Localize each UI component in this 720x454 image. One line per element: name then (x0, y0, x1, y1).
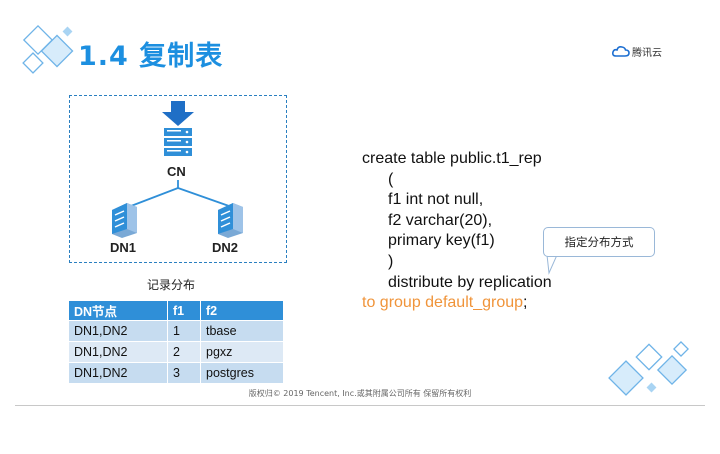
table-cell: postgres (200, 362, 284, 384)
copyright-footer: 版权归© 2019 Tencent, Inc.或其附属公司所有 保留所有权利 (248, 389, 472, 398)
code-line: ) (388, 252, 394, 270)
diamond-deco-top-left-icon (22, 24, 74, 74)
dn1-label: DN1 (110, 240, 137, 255)
cluster-diagram (69, 95, 287, 263)
code-line: create table public.t1_rep (362, 150, 542, 167)
tencent-cloud-logo-icon (612, 45, 630, 57)
cn-server-icon (164, 128, 192, 156)
table-cell: 1 (167, 320, 201, 342)
statement-terminator: ; (523, 294, 528, 312)
dn2-label: DN2 (212, 240, 239, 255)
connection-lines (130, 180, 230, 207)
table-cell: DN1,DN2 (68, 362, 168, 384)
table-cell: 2 (167, 341, 201, 363)
callout-pointer (546, 255, 558, 275)
table-cell: pgxz (200, 341, 284, 363)
dn2-server-icon (218, 203, 243, 238)
logo-text: 腾讯云 (632, 48, 662, 59)
down-arrow-icon (162, 101, 194, 126)
tencent-cloud-logo: 腾讯云 (612, 44, 662, 59)
code-line: distribute by replication (388, 273, 552, 291)
table-cell: DN1,DN2 (68, 320, 168, 342)
cluster-topology (112, 101, 243, 238)
dn1-server-icon (112, 203, 137, 238)
cn-label: CN (167, 164, 186, 179)
table-cell: 3 (167, 362, 201, 384)
code-line: primary key(f1) (388, 232, 495, 250)
code-line: ( (388, 170, 394, 188)
code-line-last: to group default_group; (362, 293, 552, 314)
sql-code-block: create table public.t1_rep ( f1 int not … (362, 149, 552, 314)
table-cell: DN1,DN2 (68, 341, 168, 363)
callout-tooltip: 指定分布方式 (543, 227, 655, 257)
table-row: DN1,DN2 3 postgres (68, 362, 284, 384)
column-header: f1 (167, 300, 201, 321)
code-line: f1 int not null, (388, 191, 484, 209)
table-row: DN1,DN2 2 pgxz (68, 341, 284, 363)
table-header-row: DN节点 f1 f2 (68, 300, 284, 321)
table-caption: 记录分布 (147, 278, 196, 292)
distribution-table: DN节点 f1 f2 DN1,DN2 1 tbase DN1,DN2 2 pgx… (68, 300, 284, 384)
code-line: f2 varchar(20), (388, 211, 493, 229)
column-header: DN节点 (68, 300, 168, 321)
diamond-deco-bottom-right-icon (608, 341, 689, 396)
table-row: DN1,DN2 1 tbase (68, 320, 284, 342)
group-clause: to group default_group (362, 294, 524, 312)
table-cell: tbase (200, 320, 284, 342)
page-title: 1.4 复制表 (78, 41, 224, 72)
column-header: f2 (200, 300, 284, 321)
